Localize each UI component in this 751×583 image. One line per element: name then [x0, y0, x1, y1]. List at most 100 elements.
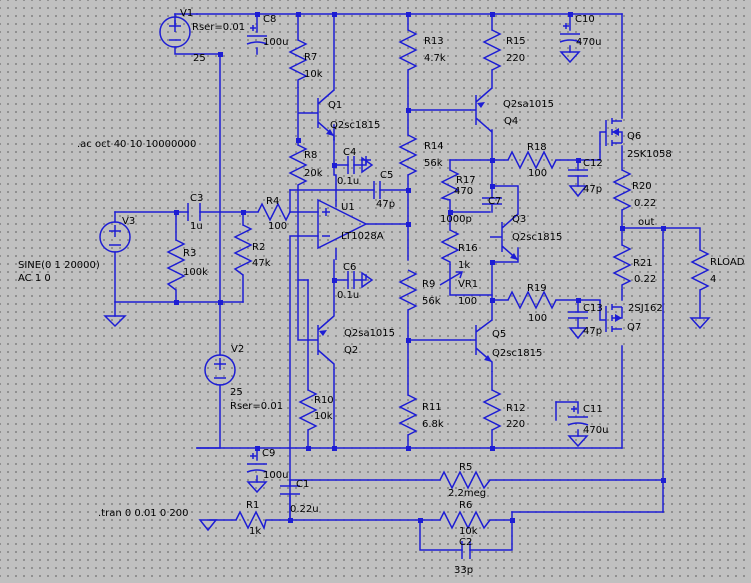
- label-c3-name: C3: [190, 193, 203, 204]
- label-r19-name: R19: [527, 283, 547, 294]
- resistor-r10: [298, 389, 318, 431]
- transistor-q3: [490, 213, 519, 261]
- label-c5-name: C5: [380, 170, 393, 181]
- label-c12-name: C12: [583, 158, 603, 169]
- label-r9-value: 56k: [422, 296, 441, 307]
- capacitor-c10: [559, 33, 581, 43]
- label-r1-name: R1: [246, 500, 259, 511]
- transistors-mosfet[interactable]: [599, 118, 623, 332]
- label-r5-name: R5: [459, 462, 472, 473]
- label-r3-value: 100k: [183, 267, 208, 278]
- label-r5-value: 2.2meg: [448, 488, 486, 499]
- label-r20-value: 0.22: [634, 198, 656, 209]
- label-c9-name: C9: [262, 448, 275, 459]
- label-r10-name: R10: [314, 395, 334, 406]
- capacitor-c13: [568, 311, 588, 319]
- label-r13-name: R13: [424, 36, 444, 47]
- label-q7-model: 2SJ162: [628, 303, 663, 314]
- label-c13-value: 47p: [583, 326, 602, 337]
- capacitor-c7: [482, 197, 502, 205]
- label-q3-model: Q2sc1815: [512, 232, 562, 243]
- label-r21-name: R21: [633, 258, 653, 269]
- transistor-q7: [599, 300, 623, 332]
- transistor-q1: [298, 89, 335, 140]
- transistor-q2: [308, 310, 335, 370]
- label-r4-name: R4: [266, 196, 279, 207]
- label-q6-name: Q6: [627, 131, 641, 142]
- label-r8-value: 20k: [304, 168, 323, 179]
- label-r6-name: R6: [459, 500, 472, 511]
- label-rload-name: RLOAD: [710, 257, 745, 268]
- resistor-r7: [288, 39, 308, 88]
- label-q2-model: Q2sa1015: [344, 328, 395, 339]
- label-c10-name: C10: [575, 14, 595, 25]
- label-c10-value: 470u: [576, 37, 601, 48]
- labels: V1 Rser=0.01 25 C8 100u R7 10k Q1 Q2sc18…: [18, 8, 745, 576]
- label-r7-value: 10k: [304, 69, 323, 80]
- resistor-r21: [612, 244, 632, 290]
- source-v2[interactable]: [204, 354, 236, 386]
- label-r8-name: R8: [304, 150, 317, 161]
- label-u1-model: LT1028A: [341, 231, 384, 242]
- resistors[interactable]: [166, 29, 710, 531]
- label-r7-name: R7: [304, 52, 317, 63]
- label-r2-name: R2: [252, 242, 265, 253]
- transistors-bjt[interactable]: [298, 87, 519, 372]
- source-v1[interactable]: [159, 16, 191, 48]
- resistor-r9: [398, 269, 418, 311]
- label-r6-value: 10k: [459, 526, 478, 537]
- label-v3-ac: AC 1 0: [18, 273, 51, 284]
- opamp-u1[interactable]: [317, 198, 368, 260]
- resistor-r11: [398, 394, 418, 436]
- label-q6-model: 2SK1058: [627, 149, 672, 160]
- label-r1-value: 1k: [249, 526, 261, 537]
- label-vr1-name: VR1: [458, 279, 478, 290]
- label-c7-name: C7: [488, 196, 501, 207]
- source-v3[interactable]: [99, 221, 131, 253]
- label-c11-value: 470u: [583, 425, 608, 436]
- label-r18-name: R18: [527, 142, 547, 153]
- resistor-r6: [439, 510, 491, 530]
- label-v2-rser: Rser=0.01: [230, 401, 283, 412]
- ground-symbols: [103, 51, 711, 532]
- capacitor-c11: [567, 416, 589, 426]
- label-c12-value: 47p: [583, 184, 602, 195]
- capacitors[interactable]: [187, 23, 589, 559]
- label-q1-model: Q2sc1815: [330, 120, 380, 131]
- resistor-r1: [235, 510, 267, 531]
- label-v2-name: V2: [231, 344, 244, 355]
- transistor-q6: [599, 118, 623, 160]
- label-c2-name: C2: [459, 537, 472, 548]
- capacitor-c5: [373, 181, 381, 199]
- label-r15-value: 220: [506, 53, 525, 64]
- label-r11-value: 6.8k: [422, 419, 444, 430]
- vr1-wiper[interactable]: [439, 271, 464, 286]
- label-c4-name: C4: [343, 147, 356, 158]
- label-vr1-value: 100: [458, 296, 477, 307]
- label-r16-name: R16: [458, 243, 478, 254]
- net-label-out: out: [638, 217, 654, 228]
- capacitor-c2: [461, 541, 471, 559]
- label-r10-value: 10k: [314, 411, 333, 422]
- resistor-r19: [507, 290, 557, 310]
- label-q4-model: Q2sa1015: [503, 99, 554, 110]
- label-c2-value: 33p: [454, 565, 473, 576]
- label-r18-value: 100: [528, 168, 547, 179]
- capacitor-c4: [347, 156, 355, 174]
- capacitor-c3: [187, 203, 201, 221]
- label-c11-name: C11: [583, 404, 603, 415]
- label-r19-value: 100: [528, 313, 547, 324]
- label-v2-value: 25: [230, 387, 243, 398]
- label-c6-value: 0.1u: [337, 290, 359, 301]
- label-r17-name: R17: [456, 175, 476, 186]
- label-q1-name: Q1: [328, 100, 342, 111]
- label-v3-name: V3: [122, 216, 135, 227]
- label-r2-value: 47k: [252, 258, 271, 269]
- label-q4-name: Q4: [504, 116, 518, 127]
- label-q3-name: Q3: [512, 214, 526, 225]
- label-c4-value: 0.1u: [337, 176, 359, 187]
- label-r14-name: R14: [424, 141, 444, 152]
- capacitor-c8: [246, 35, 268, 45]
- transistor-q5: [470, 319, 493, 372]
